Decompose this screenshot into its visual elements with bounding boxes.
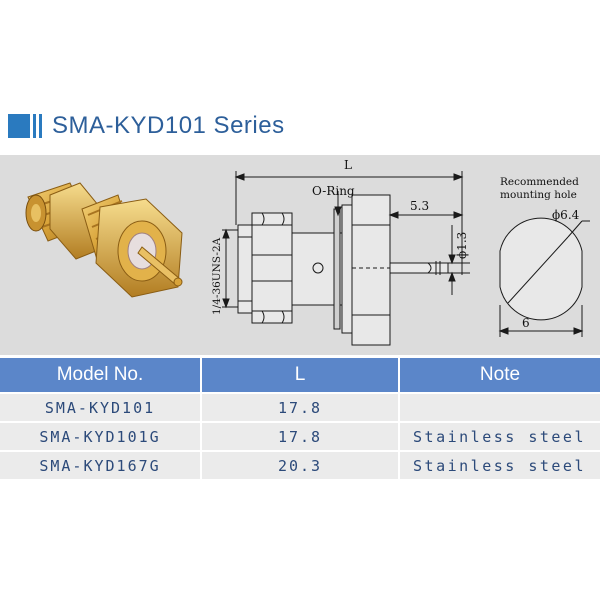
length-cell: 17.8 — [200, 421, 398, 450]
header-accent-block — [8, 114, 30, 138]
note-cell: Stainless steel — [398, 421, 600, 450]
mounting-hole-drawing — [498, 217, 590, 337]
model-cell: SMA-KYD101 — [0, 392, 200, 421]
mount-title-line1: Recommended — [500, 176, 579, 188]
note-cell: Stainless steel — [398, 450, 600, 479]
dim-phi-1-3-label: ϕ1.3 — [455, 232, 469, 259]
page-title: SMA-KYD101 Series — [52, 112, 285, 139]
dim-5-3-label: 5.3 — [410, 199, 429, 213]
header-accent-bar — [39, 114, 42, 138]
product-figure: L O-Ring 5.3 ϕ1.3 1/4-36UNS-2A Recommend… — [0, 155, 600, 355]
side-view-drawing — [222, 171, 470, 346]
length-cell: 20.3 — [200, 450, 398, 479]
mount-title-line2: mounting hole — [500, 189, 577, 201]
dim-6-label: 6 — [522, 316, 530, 330]
series-header: SMA-KYD101 Series — [8, 112, 285, 140]
table-header-row: Model No. L Note — [0, 358, 600, 392]
model-cell: SMA-KYD101G — [0, 421, 200, 450]
dim-L-label: L — [344, 158, 352, 172]
connector-photo — [25, 182, 183, 298]
header-model-no: Model No. — [0, 358, 200, 392]
figure-svg: L O-Ring 5.3 ϕ1.3 1/4-36UNS-2A Recommend… — [25, 158, 590, 346]
model-table: Model No. L Note SMA-KYD101 17.8 SMA-KYD… — [0, 358, 600, 479]
table-row: SMA-KYD167G 20.3 Stainless steel — [0, 450, 600, 479]
table-row: SMA-KYD101G 17.8 Stainless steel — [0, 421, 600, 450]
model-cell: SMA-KYD167G — [0, 450, 200, 479]
header-note: Note — [398, 358, 600, 392]
dim-phi-6-4-label: ϕ6.4 — [552, 208, 580, 222]
table-row: SMA-KYD101 17.8 — [0, 392, 600, 421]
header-accent-bar — [33, 114, 36, 138]
thread-label: 1/4-36UNS-2A — [211, 237, 223, 315]
oring-label: O-Ring — [312, 184, 355, 198]
header-L: L — [200, 358, 398, 392]
note-cell — [398, 392, 600, 421]
length-cell: 17.8 — [200, 392, 398, 421]
